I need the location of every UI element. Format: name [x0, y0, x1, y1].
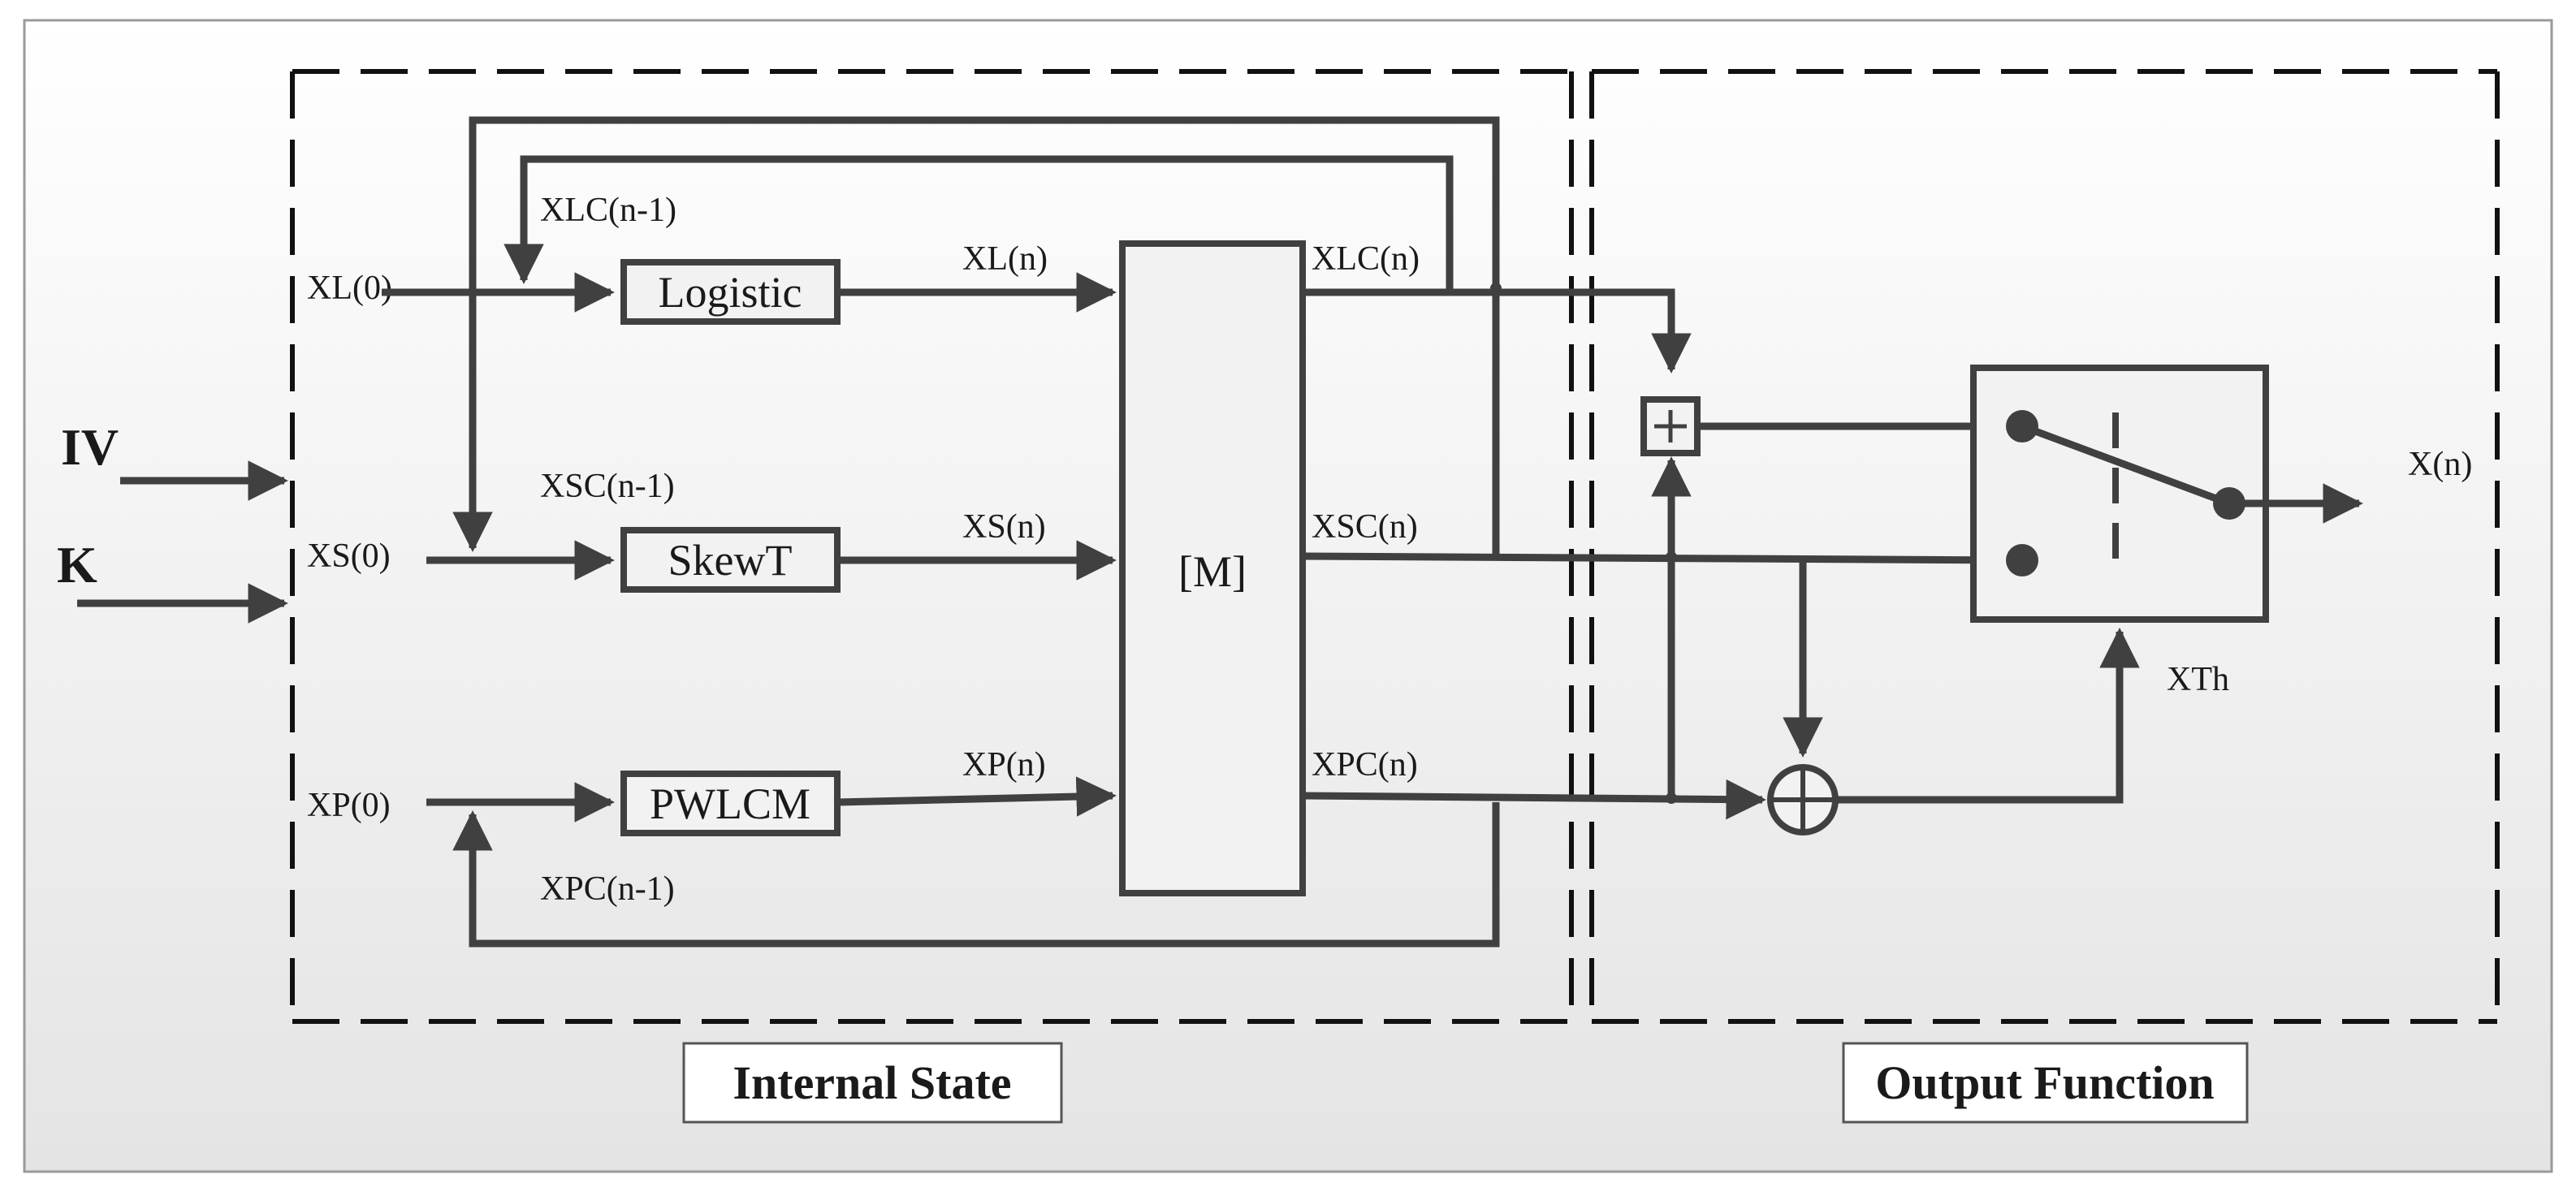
- xl0-label: XL(0): [307, 270, 392, 307]
- xpc-feedback-wire: [452, 802, 1500, 948]
- m-block: [1119, 240, 1306, 896]
- skewt-block-label: SkewT: [668, 536, 793, 585]
- output-function-region: [1592, 69, 2500, 1024]
- xsn-label: XS(n): [962, 508, 1046, 546]
- internal-state-label: Internal State: [733, 1056, 1011, 1109]
- xscn-label: XSC(n): [1312, 508, 1418, 546]
- xpc-prev-label: XPC(n-1): [540, 870, 675, 908]
- xor-icon: [1767, 764, 1839, 835]
- xsc-feedback-wire: [452, 116, 1500, 560]
- output-function-label-box: [1842, 1042, 2249, 1124]
- xn-label: X(n): [2408, 446, 2472, 483]
- logistic-block: [620, 259, 841, 325]
- output-function-label: Output Function: [1875, 1056, 2214, 1109]
- xscn-output-wire: [1302, 552, 2013, 564]
- plus-icon: [1654, 410, 1687, 443]
- xln-label: XL(n): [962, 240, 1048, 278]
- iv-label: IV: [61, 418, 119, 476]
- xlcn-junction: [1490, 283, 1502, 294]
- internal-state-label-box: [682, 1042, 1063, 1124]
- xscn-junction: [1666, 551, 1677, 563]
- switch-input-b-dot: [2006, 544, 2038, 576]
- m-block-label: [M]: [1178, 547, 1247, 596]
- xpn-label: XP(n): [962, 746, 1046, 784]
- xlcn-label: XLC(n): [1312, 240, 1420, 278]
- xth-wire: [1835, 628, 2140, 804]
- xth-label: XTh: [2167, 661, 2229, 698]
- logistic-block-label: Logistic: [659, 268, 802, 317]
- xs0-label: XS(0): [307, 538, 391, 575]
- k-label: K: [57, 536, 97, 594]
- pwlcm-block: [620, 771, 841, 836]
- internal-state-region: [290, 69, 1594, 1024]
- xlcn-output-wire: [1303, 288, 1692, 373]
- xpcn-label: XPC(n): [1312, 746, 1418, 784]
- xlc-prev-label: XLC(n-1): [540, 192, 676, 229]
- pwlcm-block-label: PWLCM: [650, 779, 810, 828]
- pwlcm-to-m-wire: [836, 776, 1117, 817]
- xlc-feedback-wire: [504, 155, 1454, 292]
- xpcn-output-wire: [1302, 779, 1766, 820]
- switch-lever: [2021, 422, 2231, 507]
- xsc-prev-label: XSC(n-1): [540, 468, 675, 505]
- xp0-label: XP(0): [307, 787, 391, 824]
